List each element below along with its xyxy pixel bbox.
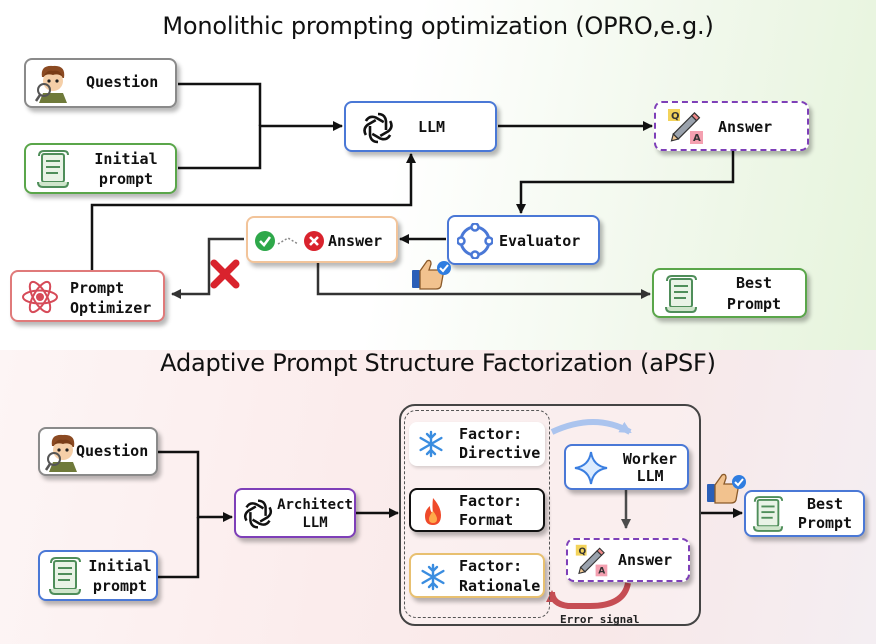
question-label: Question (86, 73, 159, 91)
check-icon (255, 231, 275, 251)
question-bottom-box: Question (38, 427, 158, 476)
llm-box: LLM (344, 101, 497, 152)
initial-prompt-line1: Initial (94, 150, 158, 168)
pencil-qa-icon: Q A (668, 109, 703, 144)
best-prompt-bottom-line2: Prompt (797, 514, 853, 532)
bottom-title: Adaptive Prompt Structure Factorization … (160, 349, 716, 377)
factor-directive-box: Factor: Directive (409, 422, 545, 466)
sparkle-icon (574, 451, 608, 485)
evaluator-box: Evaluator (447, 215, 600, 265)
architect-line1: Architect (277, 497, 353, 513)
snowflake-icon (421, 563, 445, 591)
best-prompt-bottom-line1: Best (806, 495, 844, 513)
architect-line2: LLM (302, 515, 328, 531)
best-prompt-top-box: Best Prompt (652, 268, 807, 318)
question-bottom-label: Question (76, 442, 149, 460)
pencil-qa-icon: Q A (575, 544, 608, 577)
prompt-optimizer-box: Prompt Optimizer (10, 270, 165, 322)
scroll-icon (49, 557, 81, 595)
detective-icon (44, 434, 77, 472)
answer-mid-label: Answer (328, 232, 383, 250)
scroll-icon (665, 275, 697, 313)
answer-bottom-box: Q A Answer (566, 538, 690, 582)
detective-icon (34, 65, 67, 103)
factor-directive-line2: Directive (459, 444, 541, 462)
openai-icon (243, 499, 273, 529)
factor-rationale-line1: Factor: (459, 557, 523, 575)
architect-llm-box: Architect LLM (234, 488, 356, 538)
worker-llm-box: Worker LLM (564, 444, 689, 490)
openai-icon (363, 112, 393, 144)
initial-prompt-bottom-line2: prompt (92, 577, 148, 595)
initial-prompt-line2: prompt (98, 170, 154, 188)
evaluator-label: Evaluator (499, 232, 581, 250)
evaluator-cycle-icon (457, 223, 493, 259)
snowflake-icon (419, 430, 443, 458)
best-prompt-top-line2: Prompt (726, 295, 782, 313)
factor-group (404, 410, 550, 618)
atom-icon (22, 280, 58, 314)
initial-prompt-bottom-line1: Initial (88, 557, 152, 575)
factor-format-line1: Factor: (459, 492, 523, 510)
answer-mid-box: Answer (246, 216, 398, 263)
svg-text:Q: Q (579, 547, 587, 557)
answer-top-label: Answer (718, 118, 773, 136)
answer-top-box: Q A Answer (654, 101, 809, 151)
thumbs-up-icon (707, 473, 746, 504)
scroll-icon (37, 150, 69, 188)
initial-prompt-box: Initial prompt (24, 143, 177, 194)
llm-label: LLM (418, 118, 446, 136)
top-title: Monolithic prompting optimization (OPRO,… (162, 12, 714, 40)
cross-icon (304, 231, 324, 251)
svg-text:A: A (693, 133, 701, 144)
prompt-optimizer-line2: Optimizer (70, 299, 152, 317)
factor-directive-line1: Factor: (459, 425, 523, 443)
worker-line2: LLM (636, 467, 664, 485)
factor-format-box: Factor: Format (409, 488, 545, 532)
factor-rationale-box: Factor: Rationale (409, 553, 545, 598)
scroll-icon (752, 496, 784, 532)
thumbs-up-icon (412, 259, 451, 290)
check-cross-group (255, 231, 324, 251)
worker-line1: Worker (622, 450, 678, 468)
error-signal-label: Error signal (560, 613, 640, 626)
initial-prompt-bottom-box: Initial prompt (38, 550, 158, 601)
flame-icon (425, 498, 441, 525)
factor-rationale-line2: Rationale (459, 577, 541, 595)
best-prompt-bottom-box: Best Prompt (744, 490, 865, 537)
prompt-optimizer-line1: Prompt (70, 279, 125, 297)
answer-bottom-label: Answer (618, 551, 673, 569)
best-prompt-top-line1: Best (735, 274, 773, 292)
svg-text:A: A (598, 567, 605, 577)
red-x-icon (210, 259, 240, 289)
question-box: Question (24, 58, 177, 108)
factor-format-line2: Format (459, 511, 514, 529)
svg-text:Q: Q (671, 111, 680, 122)
